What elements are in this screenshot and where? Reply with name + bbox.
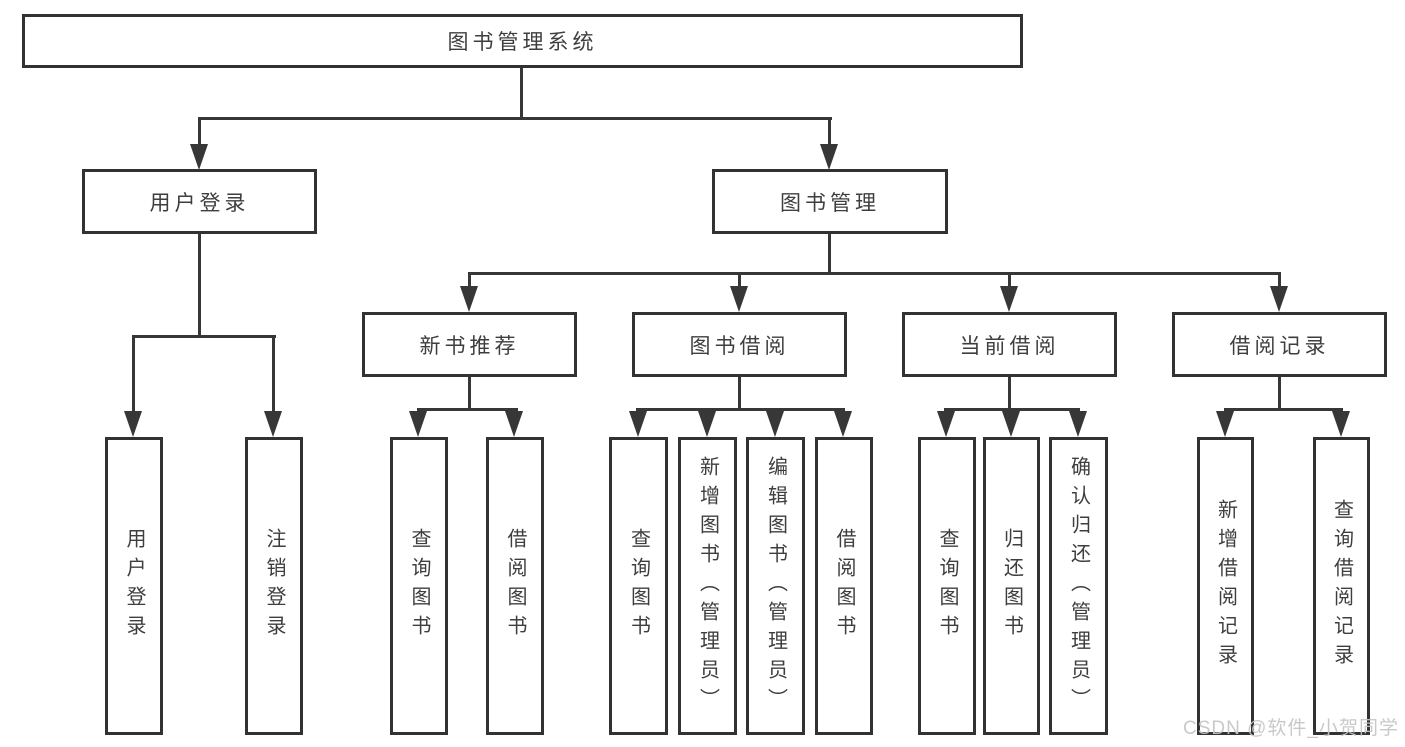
node-label: 图书管理系统	[447, 31, 598, 54]
connector-line-horizontal	[417, 408, 518, 411]
leaf-add-book-admin: 新增图书（管理员）	[678, 437, 737, 735]
leaf-borrow-books-recommend: 借阅图书	[486, 437, 544, 735]
node-current-borrowing: 当前借阅	[902, 312, 1117, 377]
leaf-add-borrow-record: 新增借阅记录	[1197, 437, 1254, 735]
connector-line-horizontal	[636, 408, 845, 411]
arrowhead-down	[409, 411, 427, 437]
leaf-query-books-current: 查询图书	[918, 437, 976, 735]
leaf-confirm-return-admin: 确认归还（管理员）	[1049, 437, 1108, 735]
connector-line-vertical	[1008, 377, 1011, 411]
node-label: 借阅图书	[504, 528, 526, 644]
node-label: 查询图书	[627, 528, 650, 644]
connector-line-vertical	[1278, 377, 1281, 411]
node-library-management-system: 图书管理系统	[22, 14, 1023, 68]
leaf-edit-book-admin: 编辑图书（管理员）	[746, 437, 805, 735]
arrowhead-down	[124, 411, 142, 437]
connector-line-vertical	[132, 335, 135, 415]
connector-line-vertical	[828, 117, 831, 147]
node-label: 借阅记录	[1229, 334, 1330, 358]
connector-line-horizontal	[1224, 408, 1343, 411]
connector-line-vertical	[1278, 272, 1281, 290]
node-new-book-recommendation: 新书推荐	[362, 312, 577, 377]
connector-line-vertical	[520, 68, 523, 118]
node-book-management: 图书管理	[712, 169, 948, 234]
arrowhead-down	[834, 411, 852, 437]
node-label: 编辑图书（管理员）	[764, 455, 787, 717]
node-label: 图书借阅	[689, 334, 790, 358]
arrowhead-down	[1332, 411, 1350, 437]
node-label: 图书管理	[780, 191, 880, 215]
connector-line-vertical	[468, 272, 471, 290]
arrowhead-down	[1069, 411, 1087, 437]
connector-line-vertical	[272, 335, 275, 415]
arrowhead-down	[460, 286, 478, 312]
node-label: 查询图书	[936, 528, 958, 644]
connector-line-vertical	[198, 234, 201, 337]
node-book-borrowing: 图书借阅	[632, 312, 847, 377]
node-label: 确认归还（管理员）	[1067, 455, 1090, 717]
arrowhead-down	[730, 286, 748, 312]
leaf-query-books-recommend: 查询图书	[390, 437, 448, 735]
node-label: 用户登录	[149, 191, 250, 215]
arrowhead-down	[698, 411, 716, 437]
node-label: 新增图书（管理员）	[696, 455, 719, 717]
connector-line-vertical	[828, 234, 831, 275]
connector-line-vertical	[1008, 272, 1011, 290]
arrowhead-down	[1216, 411, 1234, 437]
csdn-watermark: CSDN @软件_小贺同学	[1183, 718, 1399, 739]
arrowhead-down	[820, 144, 838, 170]
node-label: 新书推荐	[419, 334, 520, 358]
connector-line-horizontal	[132, 335, 276, 338]
connector-line-horizontal	[468, 272, 1281, 275]
leaf-logout: 注销登录	[245, 437, 303, 735]
node-user-login: 用户登录	[82, 169, 317, 234]
arrowhead-down	[766, 411, 784, 437]
node-label: 用户登录	[123, 528, 145, 644]
arrowhead-down	[1000, 286, 1018, 312]
arrowhead-down	[190, 144, 208, 170]
node-label: 当前借阅	[959, 334, 1060, 358]
leaf-query-borrow-record: 查询借阅记录	[1313, 437, 1370, 735]
node-label: 归还图书	[1000, 528, 1023, 644]
node-label: 查询图书	[408, 528, 430, 644]
node-borrowing-records: 借阅记录	[1172, 312, 1387, 377]
node-label: 查询借阅记录	[1330, 499, 1353, 673]
node-label: 新增借阅记录	[1214, 499, 1237, 673]
arrowhead-down	[1002, 411, 1020, 437]
arrowhead-down	[1270, 286, 1288, 312]
node-label: 借阅图书	[833, 528, 855, 644]
node-label: 注销登录	[263, 528, 285, 644]
connector-line-vertical	[198, 117, 201, 147]
connector-line-vertical	[738, 272, 741, 290]
leaf-user-login: 用户登录	[105, 437, 163, 735]
arrowhead-down	[937, 411, 955, 437]
connector-line-horizontal	[198, 117, 832, 120]
connector-line-vertical	[468, 377, 471, 411]
connector-line-vertical	[738, 377, 741, 411]
leaf-query-books-borrowing: 查询图书	[609, 437, 668, 735]
arrowhead-down	[629, 411, 647, 437]
arrowhead-down	[505, 411, 523, 437]
leaf-return-book: 归还图书	[983, 437, 1040, 735]
leaf-borrow-books-borrowing: 借阅图书	[815, 437, 873, 735]
arrowhead-down	[264, 411, 282, 437]
